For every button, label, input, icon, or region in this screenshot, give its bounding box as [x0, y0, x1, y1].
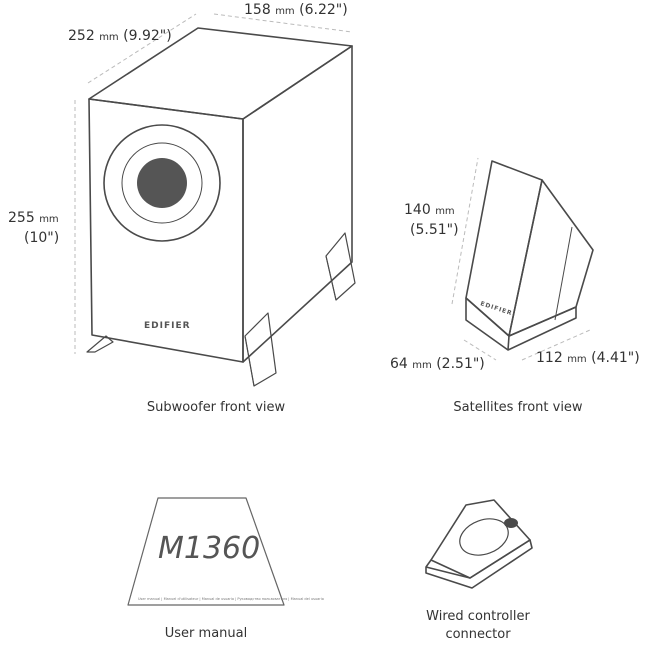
controller-led-indicator: [504, 518, 518, 528]
subwoofer-height-label: 255 mm: [8, 210, 59, 226]
user-manual-drawing: [127, 497, 285, 606]
wired-controller-drawing: [425, 499, 533, 589]
controller-caption: Wired controller connector: [408, 608, 548, 644]
satellite-height-inches: (5.51"): [410, 222, 459, 238]
subwoofer-side-face: [242, 45, 353, 363]
subwoofer-width-label: 158 mm (6.22"): [244, 2, 348, 18]
subwoofer-driver-cone: [137, 158, 187, 208]
satellite-width-label: 64 mm (2.51"): [390, 356, 485, 372]
subwoofer-dimension-lines: [74, 13, 353, 354]
satellite-side-face: [508, 179, 594, 337]
controller-caption-line1: Wired controller: [426, 609, 530, 624]
controller-caption-line2: connector: [445, 627, 511, 642]
subwoofer-depth-label: 252 mm (9.92"): [68, 28, 172, 44]
subwoofer-foot-front-right: [244, 312, 277, 387]
satellite-side-crease: [554, 226, 573, 321]
subwoofer-driver-outer: [103, 124, 221, 242]
manual-model-title: M1360: [158, 531, 260, 566]
subwoofer-drawing: [86, 27, 356, 387]
satellite-caption: Satellites front view: [453, 400, 583, 415]
controller-volume-knob: [459, 518, 509, 556]
manual-footer-text: User manual | Manuel d'utilisateur | Man…: [138, 597, 324, 601]
subwoofer-foot-left: [86, 335, 114, 353]
user-manual-cover: [127, 497, 285, 606]
satellite-height-label: 140 mm: [404, 202, 455, 218]
subwoofer-driver-ring: [121, 142, 203, 224]
subwoofer-height-inches: (10"): [24, 230, 59, 246]
satellite-dimension-lines: [451, 157, 591, 361]
satellite-depth-label: 112 mm (4.41"): [536, 350, 640, 366]
subwoofer-foot-back-right: [325, 232, 356, 301]
subwoofer-caption: Subwoofer front view: [146, 400, 286, 415]
satellite-drawing: [465, 160, 594, 351]
controller-top-face: [430, 499, 531, 579]
subwoofer-brand-logo: EDIFIER: [144, 321, 191, 331]
controller-front-edge: [425, 539, 533, 589]
manual-caption: User manual: [164, 626, 248, 641]
